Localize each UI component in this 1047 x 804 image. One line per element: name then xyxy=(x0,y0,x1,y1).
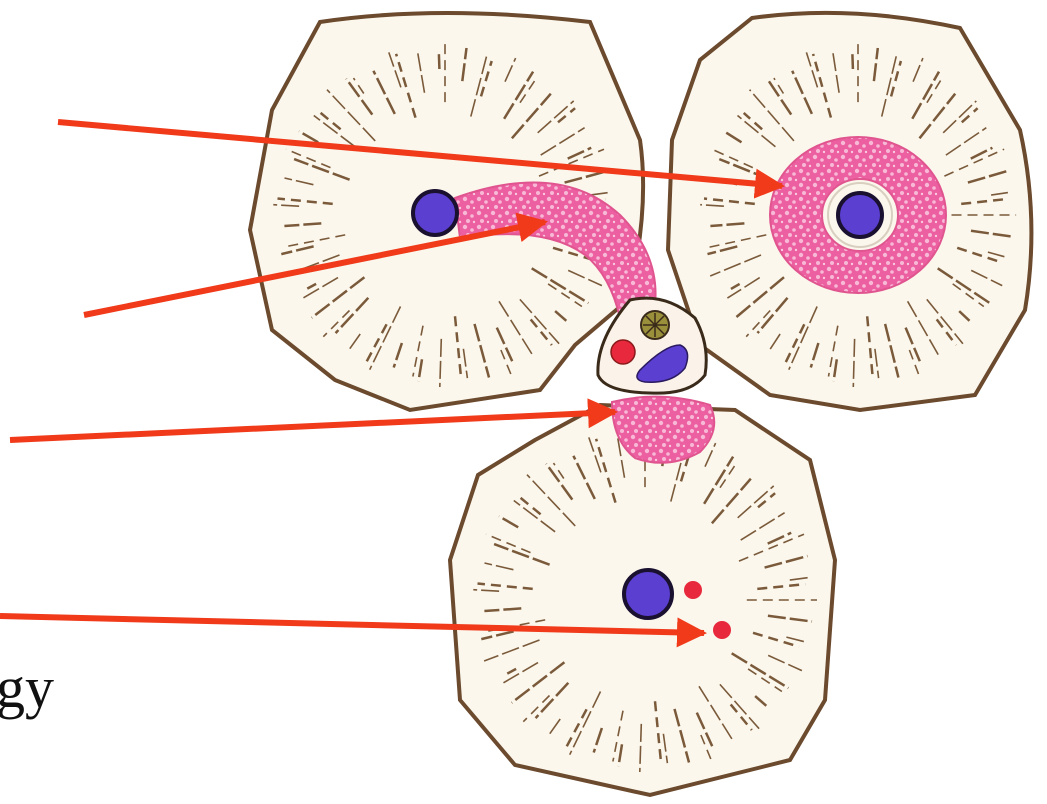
caption-fragment-text: gy xyxy=(0,648,54,728)
red-dot-upper xyxy=(684,581,702,599)
nucleus-top-left xyxy=(413,191,457,235)
arrow-icon xyxy=(10,412,615,440)
small-cell-granule-star xyxy=(643,313,667,337)
small-cell-red-granule xyxy=(611,340,635,364)
striation-line xyxy=(852,54,853,69)
striation-line xyxy=(439,54,440,69)
caption-fragment: gy xyxy=(0,648,160,728)
nucleus-top-right xyxy=(838,193,882,237)
nucleus-bottom xyxy=(624,570,672,618)
red-dot-lower xyxy=(713,621,731,639)
